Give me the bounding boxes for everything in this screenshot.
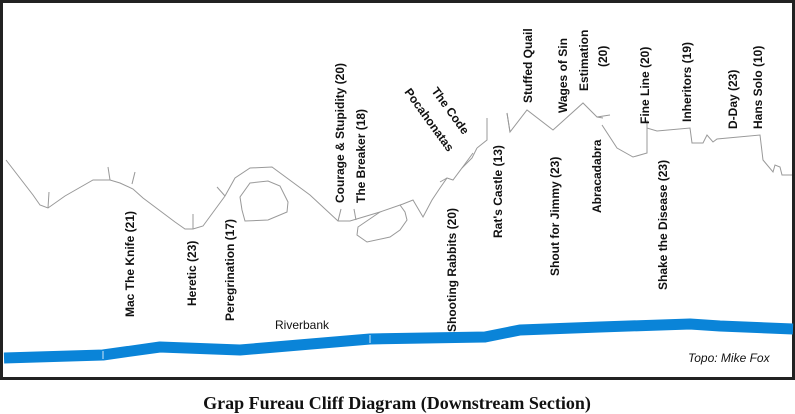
route-label-shooting-rabbits: Shooting Rabbits (20) <box>445 208 459 332</box>
route-label-fine-line: Fine Line (20) <box>638 47 652 124</box>
route-label-mac-the-knife: Mac The Knife (21) <box>123 211 137 317</box>
rock-island-1 <box>239 180 289 222</box>
route-label-estimation: Estimation <box>577 30 591 91</box>
cliff-base-line <box>5 147 478 230</box>
route-label-heretic: Heretic (23) <box>185 241 199 306</box>
route-label-hans-solo: Hans Solo (10) <box>751 46 765 129</box>
route-label-stuffed-quail: Stuffed Quail <box>521 28 535 103</box>
route-label-d-day: D-Day (23) <box>726 70 740 129</box>
cliff-base-line-4 <box>601 124 792 176</box>
route-label-estimation-grade: (20) <box>596 46 610 67</box>
route-label-wages-of-sin: Wages of Sin <box>556 38 570 113</box>
route-label-shake-the-disease: Shake the Disease (23) <box>656 160 670 290</box>
route-label-inheritors: Inheritors (19) <box>680 42 694 122</box>
rock-island-2 <box>356 204 408 243</box>
route-label-courage-stupidity: Courage & Stupidity (20) <box>333 63 347 203</box>
riverbank-label: Riverbank <box>275 318 330 332</box>
route-label-shout-for-jimmy: Shout for Jimmy (23) <box>548 157 562 276</box>
diagram-caption: Grap Fureau Cliff Diagram (Downstream Se… <box>203 393 591 414</box>
river <box>3 318 794 364</box>
route-label-peregrination: Peregrination (17) <box>223 219 237 321</box>
route-label-abracadabra: Abracadabra <box>590 139 604 213</box>
route-label-the-breaker: The Breaker (18) <box>354 109 368 203</box>
cliff-base-line-2 <box>476 118 488 149</box>
topo-credit: Topo: Mike Fox <box>688 351 771 365</box>
route-label-rats-castle: Rat's Castle (13) <box>491 145 505 238</box>
route-ticks <box>47 112 648 229</box>
